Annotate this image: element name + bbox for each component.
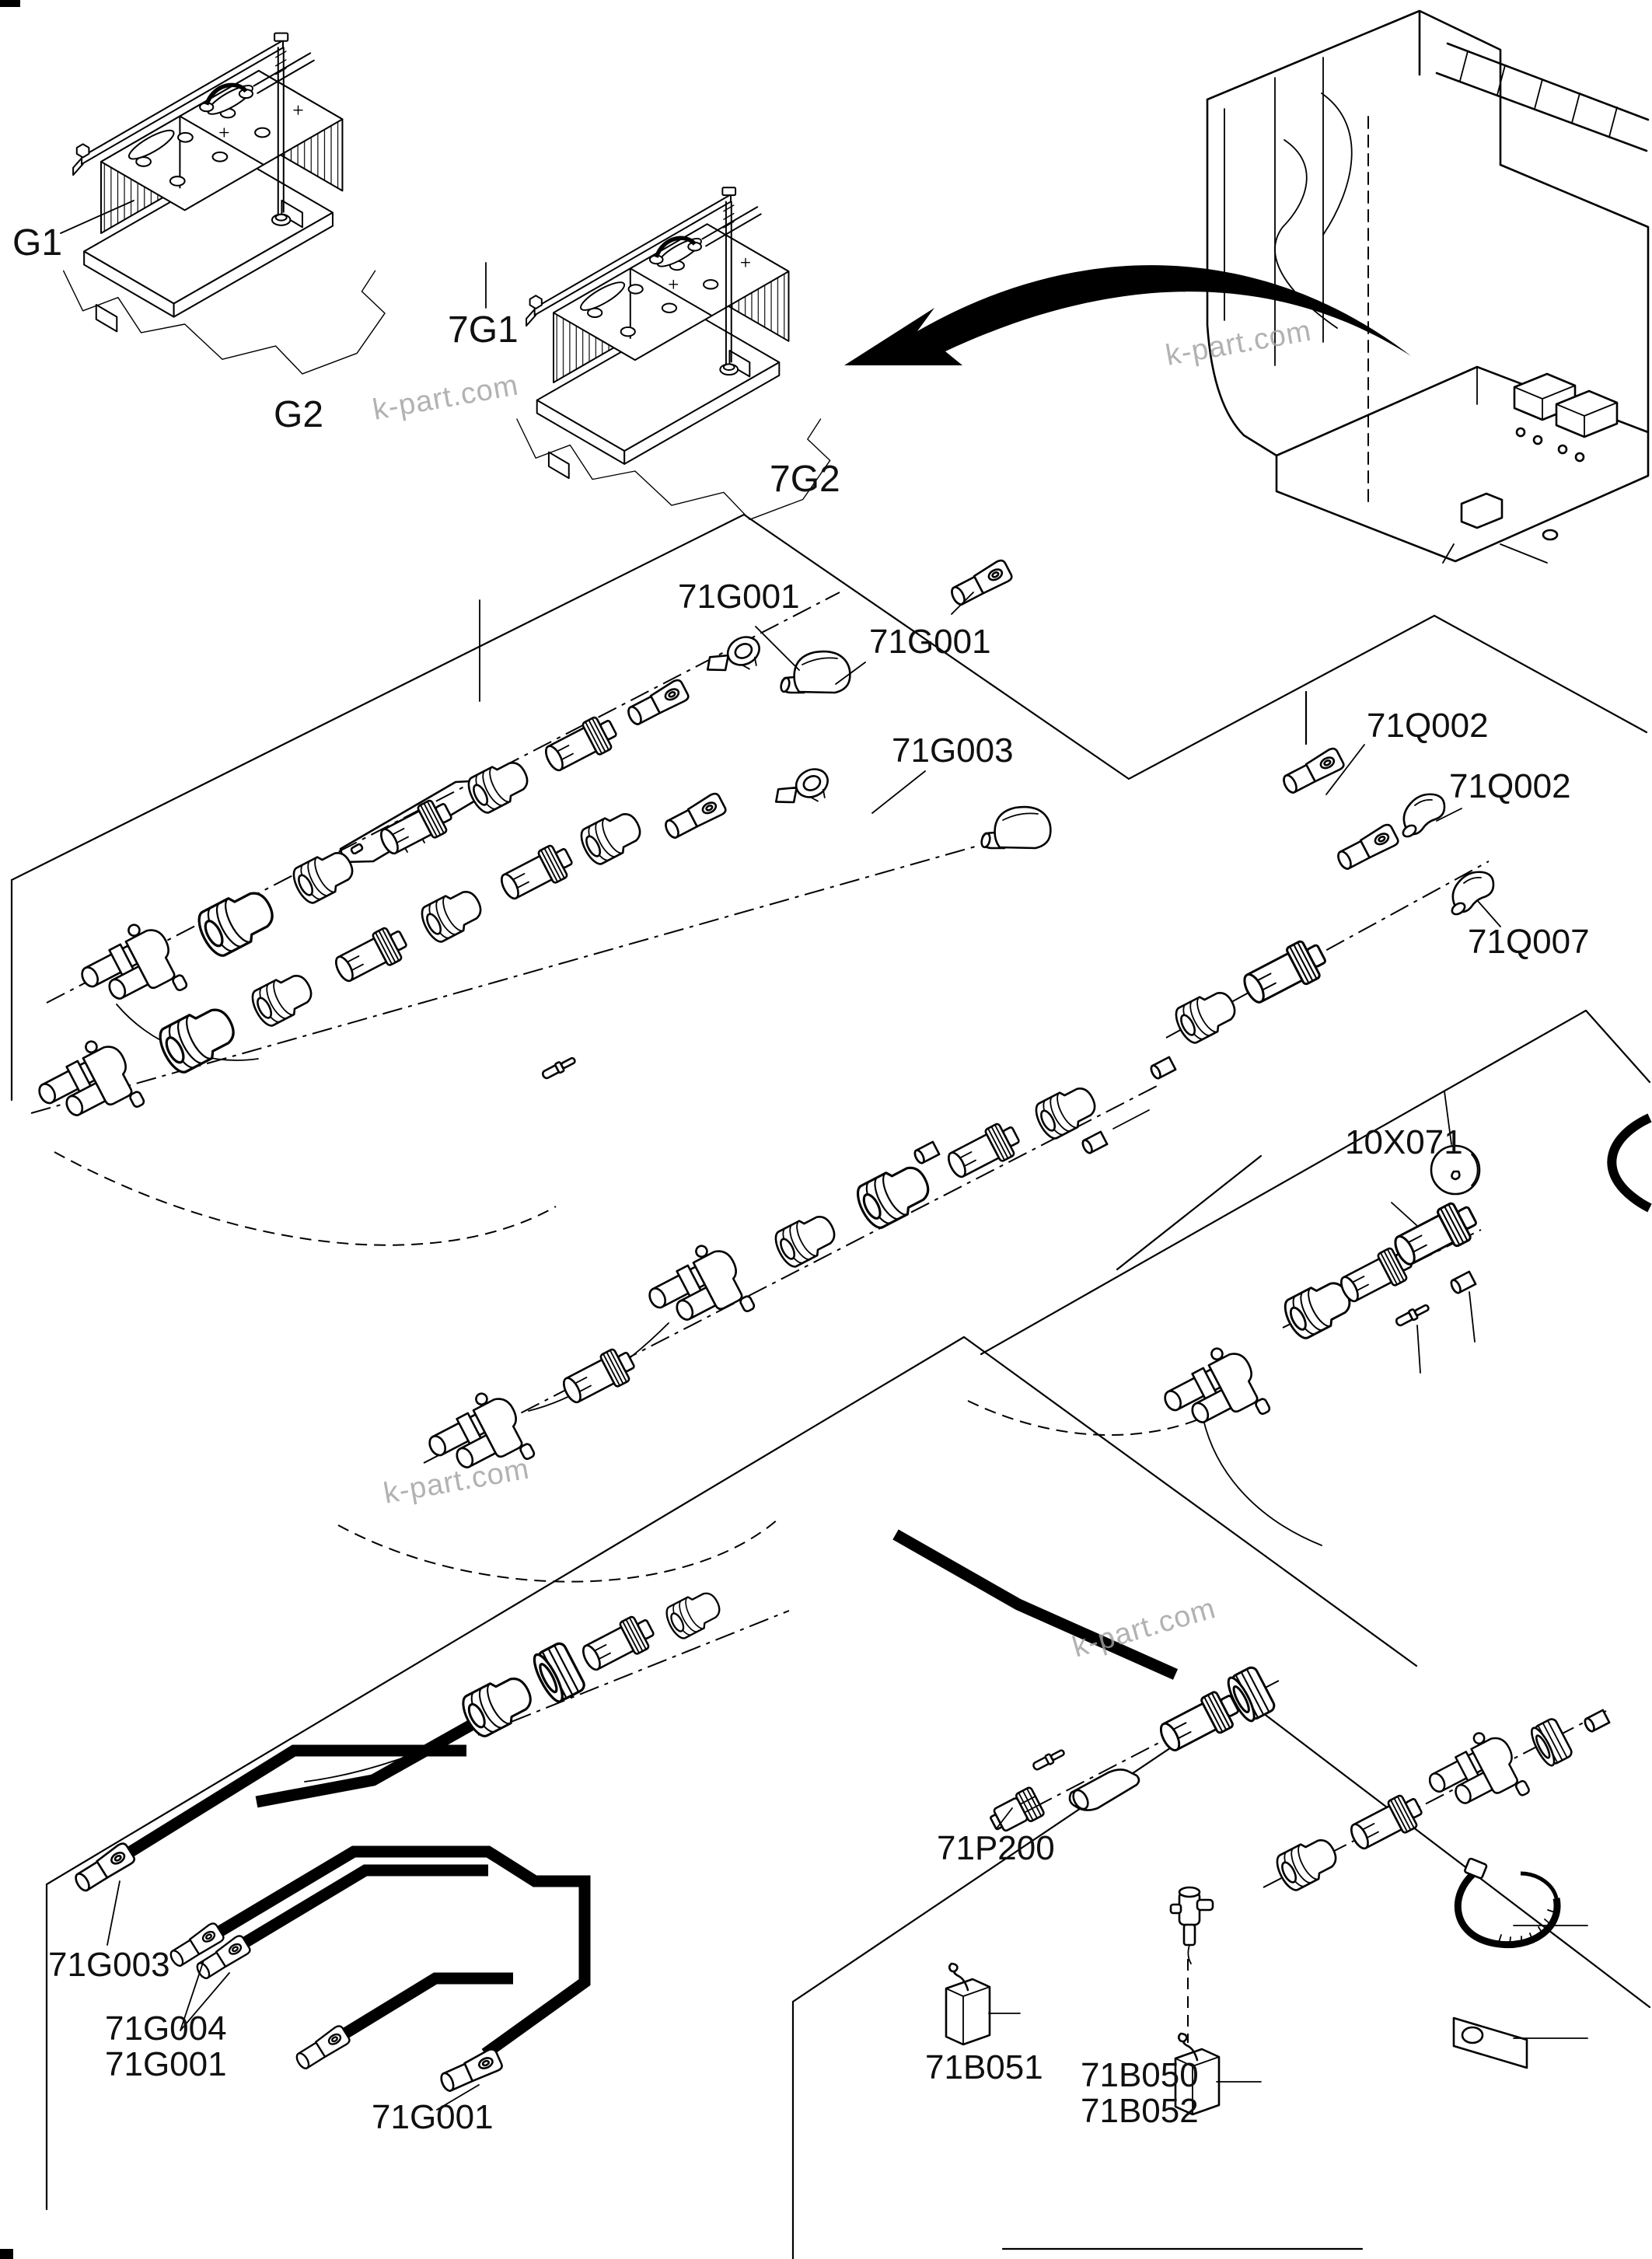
part-label-71g003-lug: 71G003 <box>48 1946 170 1984</box>
part-label-71q002-a: 71Q002 <box>1367 707 1489 745</box>
fuse-and-boxes <box>945 1886 1221 2116</box>
part-label-g2: G2 <box>274 394 323 435</box>
group-71p200 <box>985 1664 1278 1838</box>
region-boundary-lines <box>10 513 1651 2259</box>
truck-battery-switch-boxes <box>1513 372 1619 463</box>
watermark-text: k-part.com <box>1069 1592 1220 1664</box>
cable-loops <box>54 1151 1251 1583</box>
battery-pack-g1-g2 <box>64 33 385 374</box>
part-label-71g004: 71G004 <box>105 2009 227 2048</box>
part-label-71b050: 71B050 <box>1081 2056 1199 2094</box>
part-label-71g003-cover: 71G003 <box>892 731 1014 770</box>
part-label-71g001-single: 71G001 <box>372 2098 494 2136</box>
watermark-text: k-part.com <box>381 1453 532 1510</box>
harness-row-upper-b <box>27 763 1052 1166</box>
part-label-g1: G1 <box>12 222 62 264</box>
part-label-71q002-b: 71Q002 <box>1449 767 1571 805</box>
part-label-71b052: 71B052 <box>1081 2092 1199 2130</box>
part-label-71q007: 71Q007 <box>1468 923 1590 961</box>
right-edge-cable <box>1607 1113 1652 1213</box>
battery-cables <box>70 1529 1179 2095</box>
truck-frame-sketch <box>1206 9 1650 564</box>
part-label-71g001-pair: 71G001 <box>105 2045 227 2083</box>
part-label-71g001-top: 71G001 <box>678 578 800 616</box>
gland-chain-left <box>456 1585 726 1741</box>
corner-mark-top <box>0 0 20 7</box>
location-arrow <box>844 265 1411 365</box>
part-label-7g2: 7G2 <box>770 459 840 500</box>
watermark-text: k-part.com <box>370 369 521 427</box>
cable-tie-and-plate <box>1452 1858 1557 2069</box>
harness-row-bottom-right <box>1271 1709 1611 1895</box>
marker-tag <box>339 599 490 864</box>
harness-group-71q002 <box>1170 745 1495 1048</box>
watermark-text: k-part.com <box>1163 315 1314 372</box>
part-label-71b051: 71B051 <box>925 2048 1043 2086</box>
part-label-10x071: 10X071 <box>1345 1123 1463 1161</box>
corner-mark-bottom <box>0 2249 13 2259</box>
harness-group-10x071 <box>1153 1091 1483 1453</box>
part-label-71p200: 71P200 <box>937 1829 1055 1867</box>
leader-lines <box>60 200 1588 2111</box>
watermark-layer: k-part.com k-part.com k-part.com k-part.com <box>370 315 1314 1664</box>
part-label-71g001-cover: 71G001 <box>869 623 991 661</box>
part-label-7g1: 7G1 <box>448 309 519 351</box>
harness-row-middle <box>417 1056 1177 1498</box>
